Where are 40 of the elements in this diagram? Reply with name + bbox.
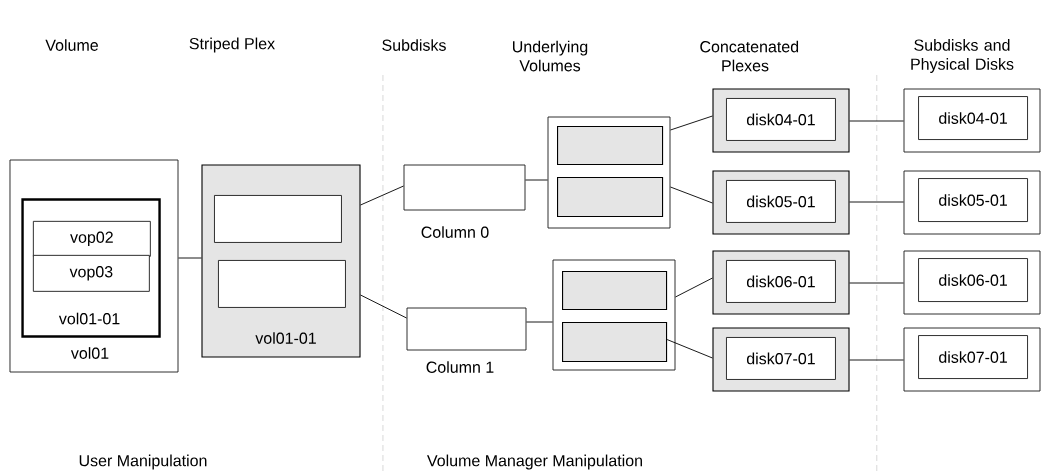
column-heading: Subdisks <box>382 39 446 51</box>
subvolume-box: vop03 <box>32 254 150 292</box>
subdisk-box: disk05-01 <box>726 180 836 223</box>
plex-box <box>557 126 664 166</box>
subdisk-box: disk07-01 <box>726 337 836 380</box>
subvolume-box: vop02 <box>32 220 151 257</box>
subdisk-box <box>214 195 342 243</box>
subdisk-box: disk07-01 <box>918 335 1028 379</box>
subdisk-box <box>218 260 346 308</box>
plex-box <box>562 271 668 311</box>
connector-line <box>849 120 904 122</box>
region-label: User Manipulation <box>79 454 207 470</box>
connector-line <box>525 179 548 181</box>
connector-line <box>849 359 904 361</box>
column-heading: Concatenated Plexes <box>700 40 799 72</box>
connector-line <box>670 115 713 131</box>
connector-line <box>675 277 713 298</box>
column-heading: Volume <box>45 39 98 51</box>
node-label: Column 0 <box>421 226 489 238</box>
connector-line <box>849 282 904 284</box>
column-heading: Subdisks and Physical Disks <box>911 39 1014 73</box>
subdisk-box: Column 1 <box>406 307 527 373</box>
subdisk-box: Column 0 <box>403 164 526 238</box>
subdisk-box: disk06-01 <box>726 260 836 303</box>
connector-line <box>360 294 407 319</box>
connector-line <box>526 321 553 323</box>
node-label: Column 1 <box>426 361 494 373</box>
subdisk-box: disk06-01 <box>918 258 1028 302</box>
connector-line <box>178 257 202 259</box>
column-heading: Striped Plex <box>189 37 275 53</box>
connector-line <box>670 186 713 204</box>
plex-box <box>557 177 664 218</box>
connector-line <box>360 185 404 206</box>
region-label: Volume Manager Manipulation <box>427 454 642 470</box>
subdisk-box: disk04-01 <box>726 98 836 141</box>
subdisk-box: disk05-01 <box>918 178 1028 222</box>
subdisk-box: disk04-01 <box>918 96 1028 140</box>
column-heading: Underlying Volumes <box>513 40 588 72</box>
connector-line <box>849 201 904 203</box>
plex-box <box>562 322 668 363</box>
